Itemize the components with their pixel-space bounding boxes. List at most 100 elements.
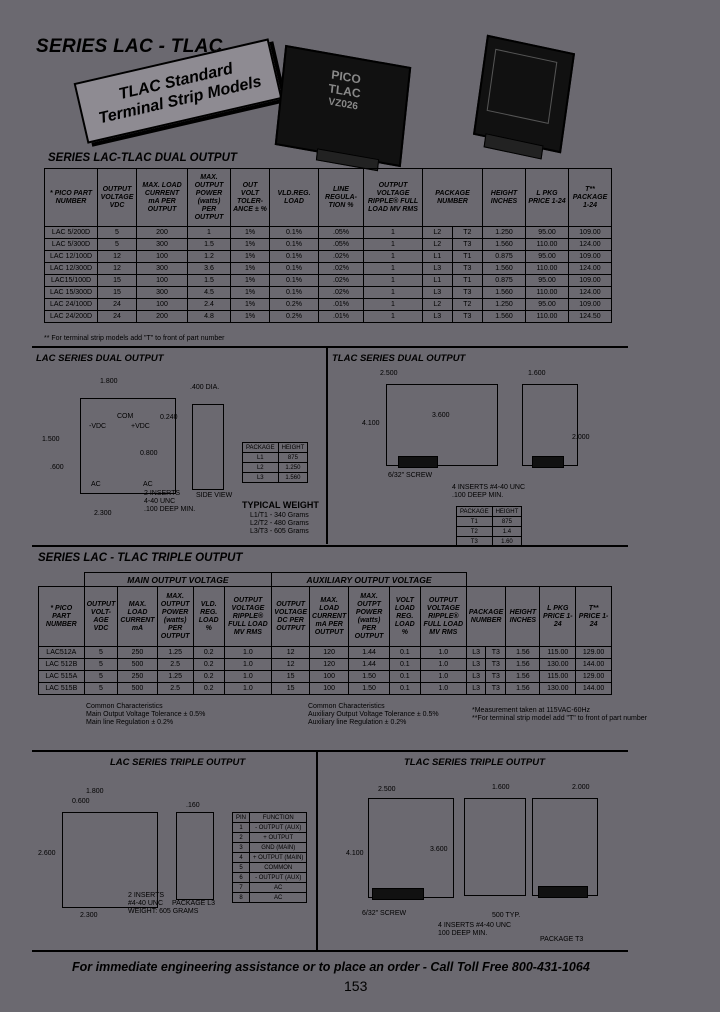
table-cell: T3 xyxy=(485,670,507,683)
table-cell: + OUTPUT (MAIN) xyxy=(249,852,308,863)
table-cell: L1 xyxy=(422,274,453,287)
table-cell: L2 xyxy=(242,462,279,473)
table-cell: 144.00 xyxy=(575,682,612,695)
table-cell: 0.2 xyxy=(192,646,225,659)
table-cell: 1% xyxy=(230,310,270,323)
table-cell: 1.44 xyxy=(348,646,390,659)
table-cell: T2 xyxy=(456,526,493,537)
table-cell: 1.5 xyxy=(187,238,231,251)
insert-label: 4 INSERTS #4-40 UNC xyxy=(438,922,512,929)
note-line: Auxiliary Output Voltage Tolerance ± 0.5… xyxy=(308,711,439,718)
note-line: Auxiliary line Regulation ± 0.2% xyxy=(308,719,407,726)
group-main-header: MAIN OUTPUT VOLTAGE xyxy=(83,572,273,587)
dim-label: 2.300 xyxy=(94,510,112,517)
table-cell: 1.560 xyxy=(277,472,309,483)
table-cell: 0.2% xyxy=(269,310,319,323)
table-cell: HEIGHT xyxy=(491,506,523,517)
col-header: MAX. OUTPUT POWER (watts) PER OUTPUT xyxy=(187,168,231,227)
col-header: HEIGHT INCHES xyxy=(482,168,526,227)
table-cell: 0.875 xyxy=(482,250,526,263)
module-outline: COM -VDC +VDC AC AC xyxy=(80,398,176,494)
table-cell: T3 xyxy=(485,682,507,695)
col-header: HEIGHT INCHES xyxy=(505,586,541,647)
table-cell: 109.00 xyxy=(568,274,612,287)
col-header: MAX. LOAD CURRENT mA PER OUTPUT xyxy=(309,586,350,647)
weight-item: L1/T1 - 340 Grams xyxy=(250,512,309,519)
table-cell: 95.00 xyxy=(525,298,569,311)
table-cell: LAC 24/200D xyxy=(44,310,98,323)
pin-label-com: COM xyxy=(117,413,134,420)
table-cell: 300 xyxy=(136,286,188,299)
dim-label: 2.000 xyxy=(572,434,590,441)
table-cell: .02% xyxy=(318,262,364,275)
table-cell: 1.250 xyxy=(277,462,309,473)
table-cell: 15 xyxy=(271,682,311,695)
table-cell: - OUTPUT (AUX) xyxy=(249,872,308,883)
table-cell: LAC15/100D xyxy=(44,274,98,287)
table-cell: 1% xyxy=(230,298,270,311)
table-cell: T3 xyxy=(451,238,484,251)
table-cell: 120 xyxy=(309,646,350,659)
table-cell: PACKAGE xyxy=(456,506,493,517)
table-cell: 120 xyxy=(309,658,350,671)
table-cell: .02% xyxy=(318,286,364,299)
table-cell: T3 xyxy=(451,310,484,323)
table-cell: 1.560 xyxy=(482,310,526,323)
group-aux-header: AUXILIARY OUTPUT VOLTAGE xyxy=(271,572,467,587)
table-cell: 0.1 xyxy=(388,670,421,683)
dim-label: 2.500 xyxy=(378,786,396,793)
table-cell: T3 xyxy=(451,286,484,299)
table-cell: .05% xyxy=(318,226,364,239)
table-cell: LAC 15/300D xyxy=(44,286,98,299)
table-cell: 95.00 xyxy=(525,274,569,287)
dual-output-table: * PICO PART NUMBER OUTPUT VOLTAGE VDC MA… xyxy=(44,168,612,323)
table-cell: 0.1% xyxy=(269,238,319,251)
table-cell: FUNCTION xyxy=(249,812,308,823)
col-header: * PICO PART NUMBER xyxy=(44,168,98,227)
table-cell: 2.5 xyxy=(156,658,194,671)
table-cell: LAC 5/200D xyxy=(44,226,98,239)
col-header: T** PRICE 1-24 xyxy=(575,586,612,647)
table-cell: 1.50 xyxy=(348,682,390,695)
thread-label: 4-40 UNC xyxy=(144,498,176,505)
col-header: LINE REGULA-TION % xyxy=(318,168,364,227)
table-cell: 1 xyxy=(363,262,423,275)
table-cell: .05% xyxy=(318,238,364,251)
deep-label: .100 DEEP MIN. xyxy=(452,492,504,499)
product-image-left: PICO TLAC VZ026 xyxy=(274,44,412,172)
table-cell: 100 xyxy=(136,274,188,287)
side-view-outline xyxy=(192,404,224,490)
table-cell: 0.1% xyxy=(269,262,319,275)
dim-label: .160 xyxy=(186,802,200,809)
tlac-dual-drawing: 2.500 4.100 3.600 6/32" SCREW 1.600 2.00… xyxy=(332,370,628,547)
terminal-strip xyxy=(372,888,424,900)
weight-list: L1/T1 - 340 Grams L2/T2 - 480 Grams L3/T… xyxy=(250,512,309,536)
table-cell: 1.0 xyxy=(223,670,273,683)
series-title: SERIES LAC - TLAC xyxy=(36,36,223,57)
table-cell: 1% xyxy=(230,274,270,287)
table-cell: 1.0 xyxy=(223,682,273,695)
table-cell: AC xyxy=(249,892,308,903)
table-cell: T2 xyxy=(451,298,484,311)
table-cell: 4.8 xyxy=(187,310,231,323)
table-cell: 0.1% xyxy=(269,226,319,239)
divider xyxy=(316,752,318,950)
col-header: OUTPUT VOLTAGE DC PER OUTPUT xyxy=(271,586,311,647)
table-cell: 4.5 xyxy=(187,286,231,299)
divider xyxy=(32,750,628,752)
table-cell: 1 xyxy=(363,298,423,311)
table-cell: 200 xyxy=(136,226,188,239)
table-cell: 1.0 xyxy=(419,658,467,671)
table-cell: 115.00 xyxy=(539,646,577,659)
table-cell: 100 xyxy=(309,682,350,695)
table-cell: 100 xyxy=(136,298,188,311)
table-cell: 4 xyxy=(231,852,251,863)
divider xyxy=(326,348,328,544)
